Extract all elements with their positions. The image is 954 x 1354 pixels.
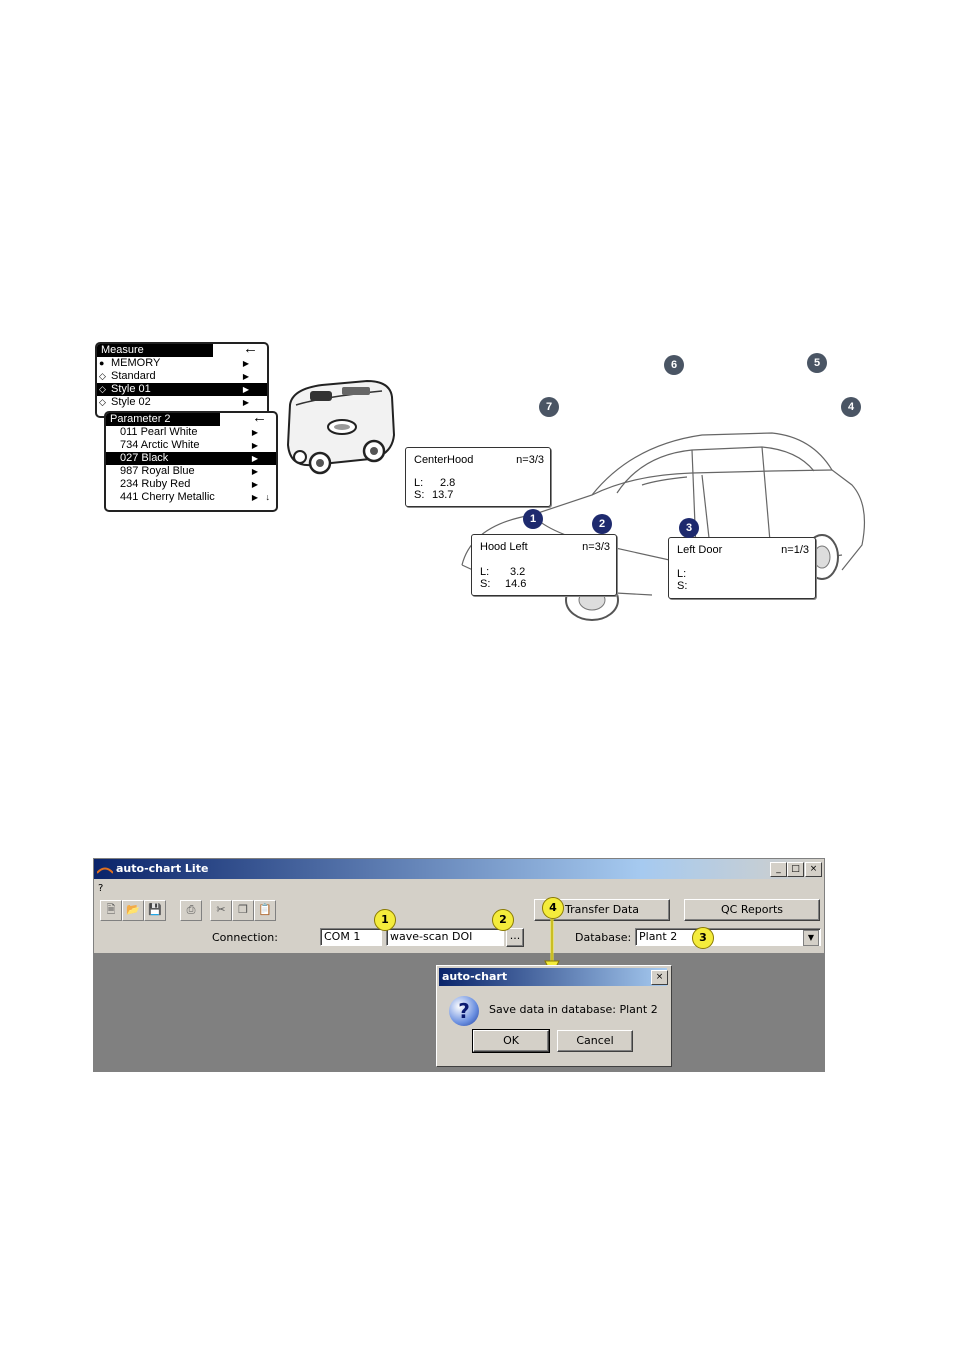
arrow-right-icon: ▶ [242,385,249,394]
auto-chart-window: auto-chart Lite _ □ × ? 🗎 📂 💾 ⎙ ✂ ❐ 📋 Co… [93,858,825,1072]
callout-center-hood: CenterHood n=3/3 L: 2.8 S: 13.7 [405,447,551,507]
menu-item-standard[interactable]: ◇Standard▶ [99,370,249,382]
dialog-title-bar[interactable]: auto-chart × [439,968,668,986]
callout-count: n=1/3 [781,544,809,556]
ok-button[interactable]: OK [472,1029,550,1053]
database-label: Database: [575,931,632,944]
parameter-item[interactable]: 011 Pearl White▶ [120,426,258,438]
qc-reports-button[interactable]: QC Reports [684,899,820,921]
menu-item-style-02[interactable]: ◇Style 02▶ [99,396,249,408]
new-file-icon[interactable]: 🗎 [100,900,122,921]
menu-item-style-01[interactable]: ◇Style 01▶ [97,383,267,396]
title-bar[interactable]: auto-chart Lite _ □ × [94,859,824,879]
cancel-button[interactable]: Cancel [557,1030,633,1052]
l-value: 2.8 [440,477,456,489]
arrow-right-icon: ▶ [251,480,258,489]
bullet-icon: ● [99,358,105,368]
callout-count: n=3/3 [516,454,544,466]
measure-menu-title: Measure [97,344,213,357]
dialog-title: auto-chart [442,970,508,983]
parameter-item[interactable]: 987 Royal Blue▶ [120,465,258,477]
arrow-right-icon: ▶ [242,398,249,407]
back-arrow-icon: ← [243,342,258,357]
l-label: L: [677,568,687,580]
bullet-icon: ◇ [99,384,106,394]
marker-7: 7 [539,397,559,417]
l-label: L: [414,477,424,489]
callout-count: n=3/3 [582,541,610,553]
parameter-item[interactable]: 734 Arctic White▶ [120,439,258,451]
save-icon[interactable]: 💾 [144,900,166,921]
device-field[interactable]: wave-scan DOI [386,928,504,946]
parameter-item[interactable]: 027 Black▶ [106,452,276,465]
step-marker-3: 3 [692,927,714,949]
s-value: 13.7 [432,489,454,501]
parameter-title-text: Parameter 2 [110,413,171,425]
browse-button[interactable]: ... [506,928,524,947]
s-label: S: [414,489,425,501]
s-label: S: [480,578,491,590]
app-logo-icon [97,867,113,874]
open-folder-icon[interactable]: 📂 [122,900,144,921]
measure-title-text: Measure [101,344,144,356]
step-marker-2: 2 [492,909,514,931]
bullet-icon: ◇ [99,397,106,407]
maximize-button[interactable]: □ [787,862,804,877]
marker-2: 2 [592,514,612,534]
arrow-right-icon: ▶ [242,359,249,368]
arrow-right-icon: ▶ [251,428,258,437]
bullet-icon: ◇ [99,371,106,381]
s-label: S: [677,580,688,592]
marker-3: 3 [679,518,699,538]
marker-1: 1 [523,509,543,529]
port-field[interactable]: COM 1 [320,928,382,946]
question-icon: ? [449,996,479,1026]
callout-hood-left: Hood Left n=3/3 L: 3.2 S: 14.6 [471,534,617,596]
chevron-down-icon[interactable]: ▼ [803,930,819,946]
s-value: 14.6 [505,578,527,590]
database-value: Plant 2 [639,930,678,943]
callout-name: CenterHood [414,454,474,466]
measure-menu: Measure ← ●MEMORY▶ ◇Standard▶ ◇Style 01▶… [95,342,269,418]
close-button[interactable]: × [805,862,822,877]
save-dialog: auto-chart × ? Save data in database: Pl… [436,965,672,1067]
paste-icon[interactable]: 📋 [254,900,276,921]
l-value: 3.2 [510,566,526,578]
instrument-and-car-figure: Measure ← ●MEMORY▶ ◇Standard▶ ◇Style 01▶… [92,335,872,635]
l-label: L: [480,566,490,578]
window-title: auto-chart Lite [116,862,209,875]
transfer-data-button[interactable]: Transfer Data [534,899,670,921]
arrow-right-icon: ▶ [251,467,258,476]
marker-5: 5 [807,353,827,373]
connection-label: Connection: [212,931,278,944]
callout-name: Hood Left [480,541,528,553]
cut-icon[interactable]: ✂ [210,900,232,921]
back-arrow-icon: ← [252,411,267,426]
marker-4: 4 [841,397,861,417]
scroll-down-icon: ↓ [265,492,271,502]
dialog-message: Save data in database: Plant 2 [489,1003,658,1016]
step-marker-1: 1 [374,909,396,931]
database-select[interactable]: Plant 2 ▼ [635,928,821,946]
callout-name: Left Door [677,544,723,556]
print-icon[interactable]: ⎙ [180,900,202,921]
parameter-item[interactable]: 441 Cherry Metallic▶↓ [120,491,271,503]
dialog-close-button[interactable]: × [651,970,668,985]
callout-left-door: Left Door n=1/3 L: S: [668,537,816,599]
minimize-button[interactable]: _ [770,862,787,877]
parameter-menu: Parameter 2 ← 011 Pearl White▶ 734 Arcti… [104,411,278,512]
marker-6: 6 [664,355,684,375]
copy-icon[interactable]: ❐ [232,900,254,921]
arrow-right-icon: ▶ [251,454,258,463]
help-menu[interactable]: ? [98,883,104,894]
step-marker-4: 4 [542,897,564,919]
instrument-device-illustration [286,379,396,475]
arrow-right-icon: ▶ [242,372,249,381]
arrow-right-icon: ▶ [251,493,258,502]
parameter-menu-title: Parameter 2 [106,413,220,426]
arrow-right-icon: ▶ [251,441,258,450]
menu-item-memory[interactable]: ●MEMORY▶ [99,357,249,369]
parameter-item[interactable]: 234 Ruby Red▶ [120,478,258,490]
